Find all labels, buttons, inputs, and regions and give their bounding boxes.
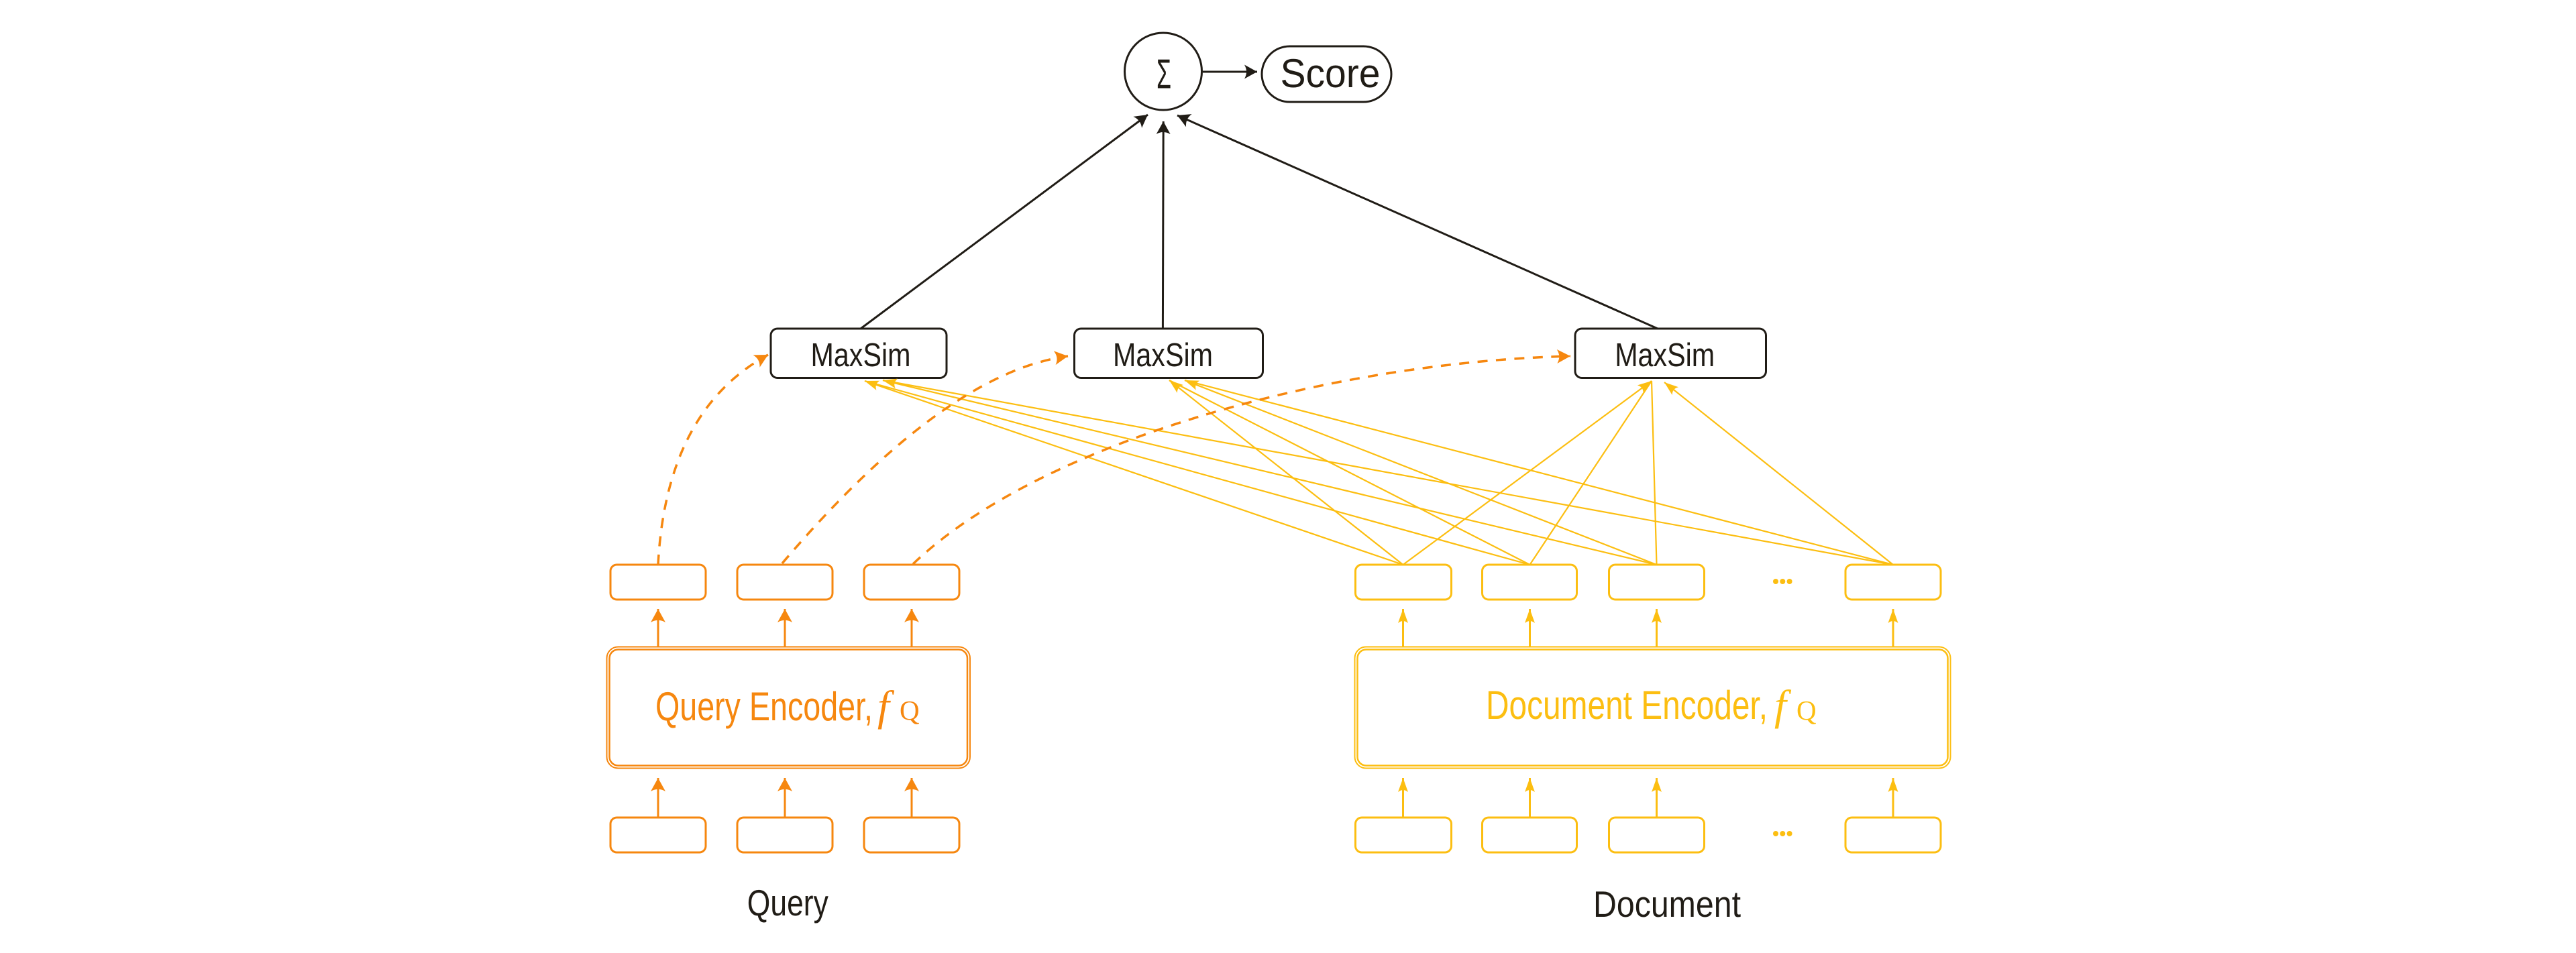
svg-text:Document: Document — [1593, 883, 1741, 925]
svg-text:MaxSim: MaxSim — [811, 337, 911, 374]
svg-text:Σ: Σ — [1157, 52, 1171, 98]
svg-text:MaxSim: MaxSim — [1113, 337, 1213, 374]
svg-text:Q: Q — [1796, 695, 1817, 726]
svg-text:f: f — [877, 682, 895, 730]
svg-text:Query Encoder,: Query Encoder, — [655, 684, 873, 729]
svg-text:Document Encoder,: Document Encoder, — [1486, 683, 1768, 728]
svg-text:Q: Q — [900, 695, 920, 726]
svg-text:MaxSim: MaxSim — [1615, 337, 1715, 374]
svg-text:Query: Query — [747, 882, 828, 923]
svg-text:f: f — [1774, 681, 1792, 729]
svg-text:Score: Score — [1281, 51, 1381, 96]
